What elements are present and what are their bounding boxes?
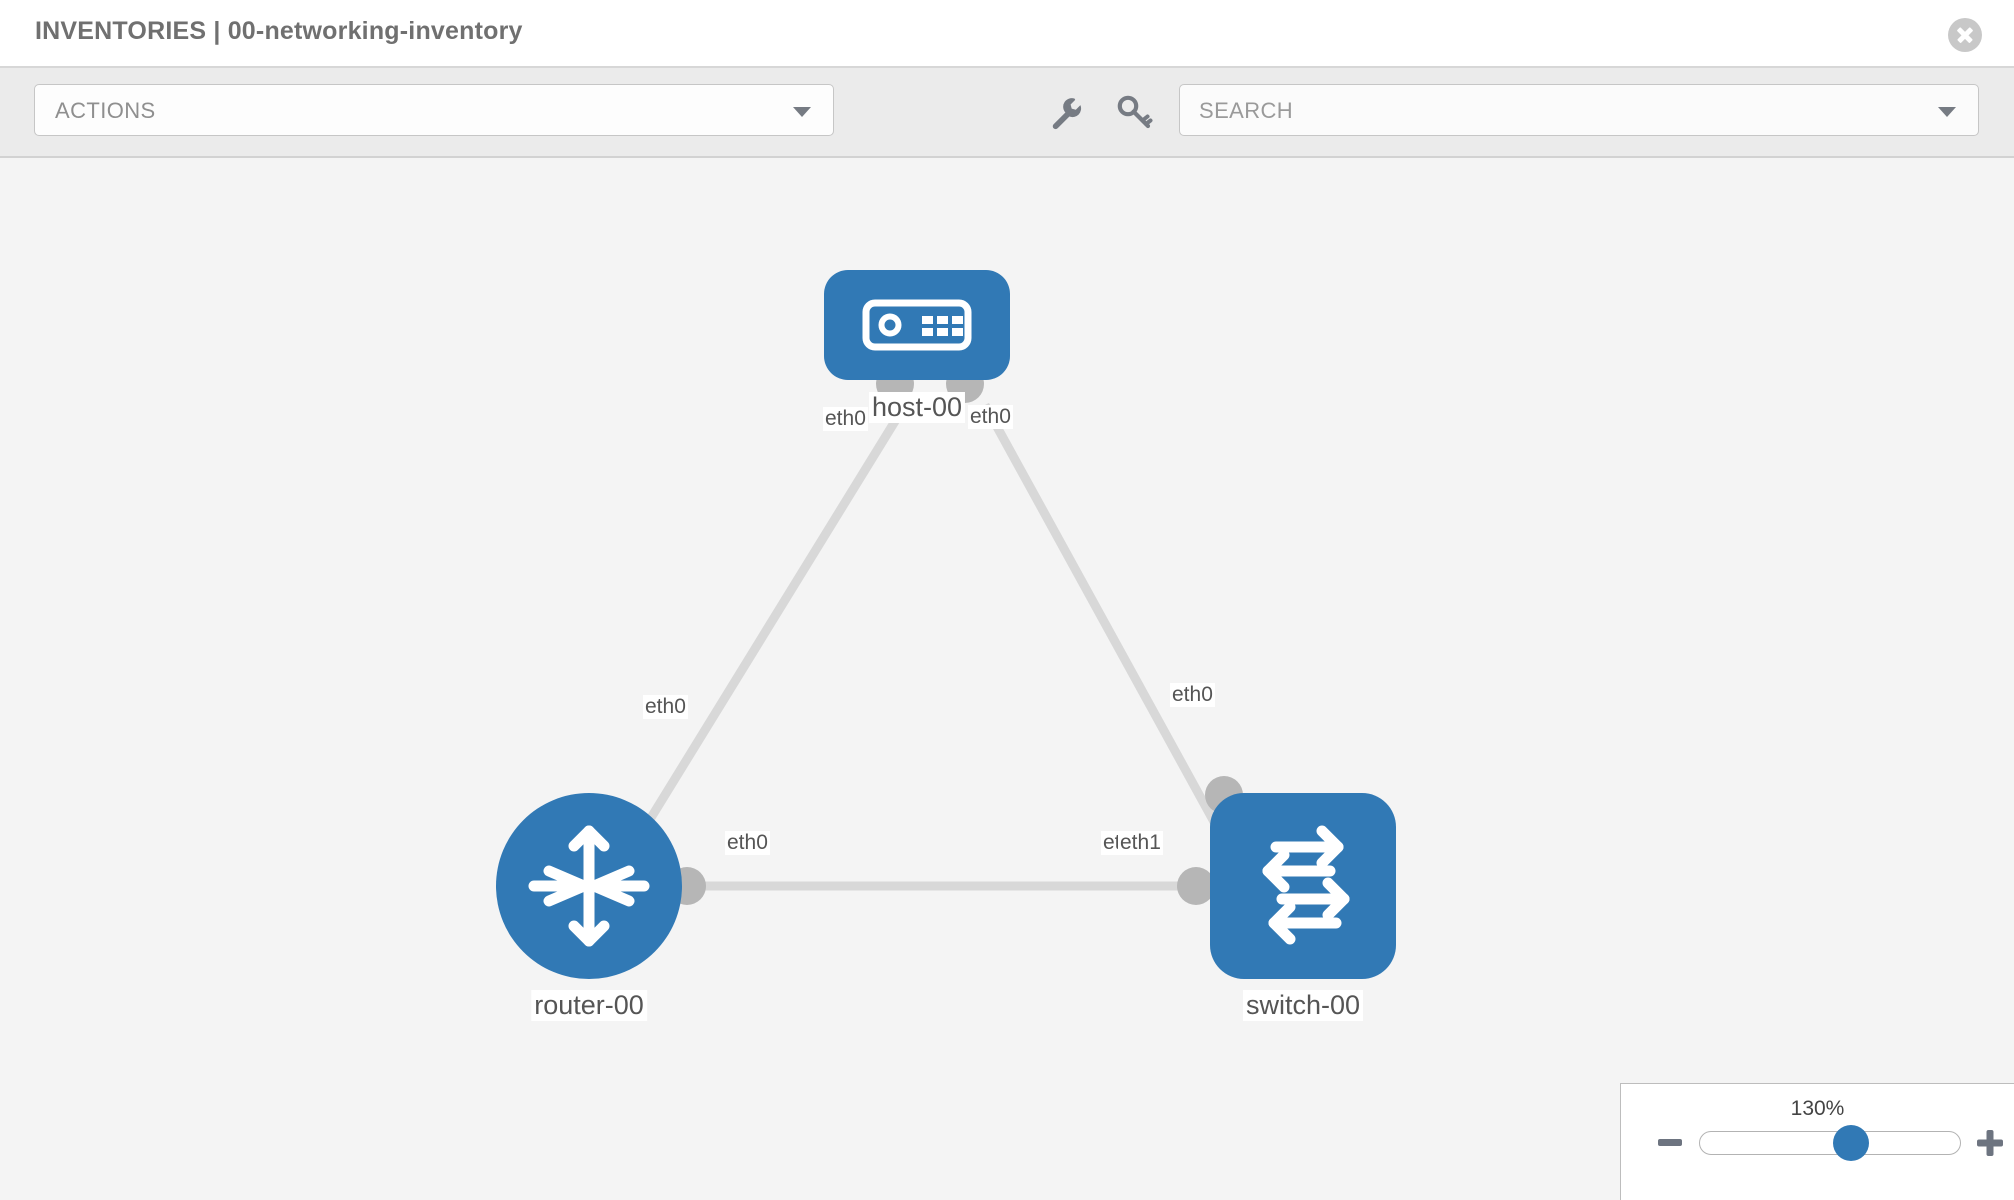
edge-host-router: [621, 402, 909, 863]
zoom-out-button[interactable]: [1658, 1139, 1682, 1146]
chevron-down-icon: [793, 107, 811, 117]
topology-canvas[interactable]: host-00 router-00: [0, 160, 2014, 1200]
actions-dropdown-label: ACTIONS: [55, 98, 156, 123]
title-bar: INVENTORIES | 00-networking-inventory: [0, 0, 2014, 68]
topology-edges: [621, 402, 1239, 891]
wrench-icon[interactable]: [1045, 92, 1085, 132]
zoom-slider[interactable]: [1699, 1125, 1961, 1161]
key-icon[interactable]: [1114, 92, 1154, 132]
edge-label-host-eth0-left: eth0: [823, 407, 868, 431]
switch-arrows-icon: [1262, 825, 1350, 945]
edge-label-host-eth0-right: eth0: [968, 405, 1013, 429]
page-title: INVENTORIES | 00-networking-inventory: [35, 17, 523, 45]
server-icon: [862, 299, 972, 351]
zoom-level-value: 130%: [1790, 1097, 1845, 1120]
router-arrows-icon: [528, 825, 650, 947]
chevron-down-icon[interactable]: [1938, 107, 1956, 117]
edge-label-switch-eth0-up: eth0: [1170, 683, 1215, 707]
node-label-router-00: router-00: [531, 990, 647, 1021]
search-input[interactable]: SEARCH: [1179, 84, 1979, 136]
zoom-control-panel: 130%: [1620, 1083, 2014, 1200]
zoom-slider-thumb[interactable]: [1832, 1125, 1869, 1161]
node-label-host-00: host-00: [868, 392, 966, 423]
edge-label-router-eth0: eth0: [725, 831, 770, 855]
node-host-shape: [824, 270, 1010, 380]
edge-host-switch: [981, 402, 1239, 863]
edge-label-router-eth0-up: eth0: [643, 695, 688, 719]
node-switch-00[interactable]: [1210, 793, 1396, 979]
edge-label-switch-eth1: eth1: [1118, 831, 1163, 855]
node-label-switch-00: switch-00: [1242, 990, 1364, 1021]
search-placeholder: SEARCH: [1199, 98, 1294, 123]
node-host-00[interactable]: [824, 270, 1010, 380]
actions-dropdown[interactable]: ACTIONS: [34, 84, 834, 136]
node-router-00[interactable]: [496, 793, 682, 979]
close-icon[interactable]: [1948, 18, 1982, 52]
endpoint-switch-left[interactable]: [1177, 867, 1215, 905]
node-switch-shape: [1210, 793, 1396, 979]
zoom-in-button[interactable]: [1977, 1130, 2003, 1156]
